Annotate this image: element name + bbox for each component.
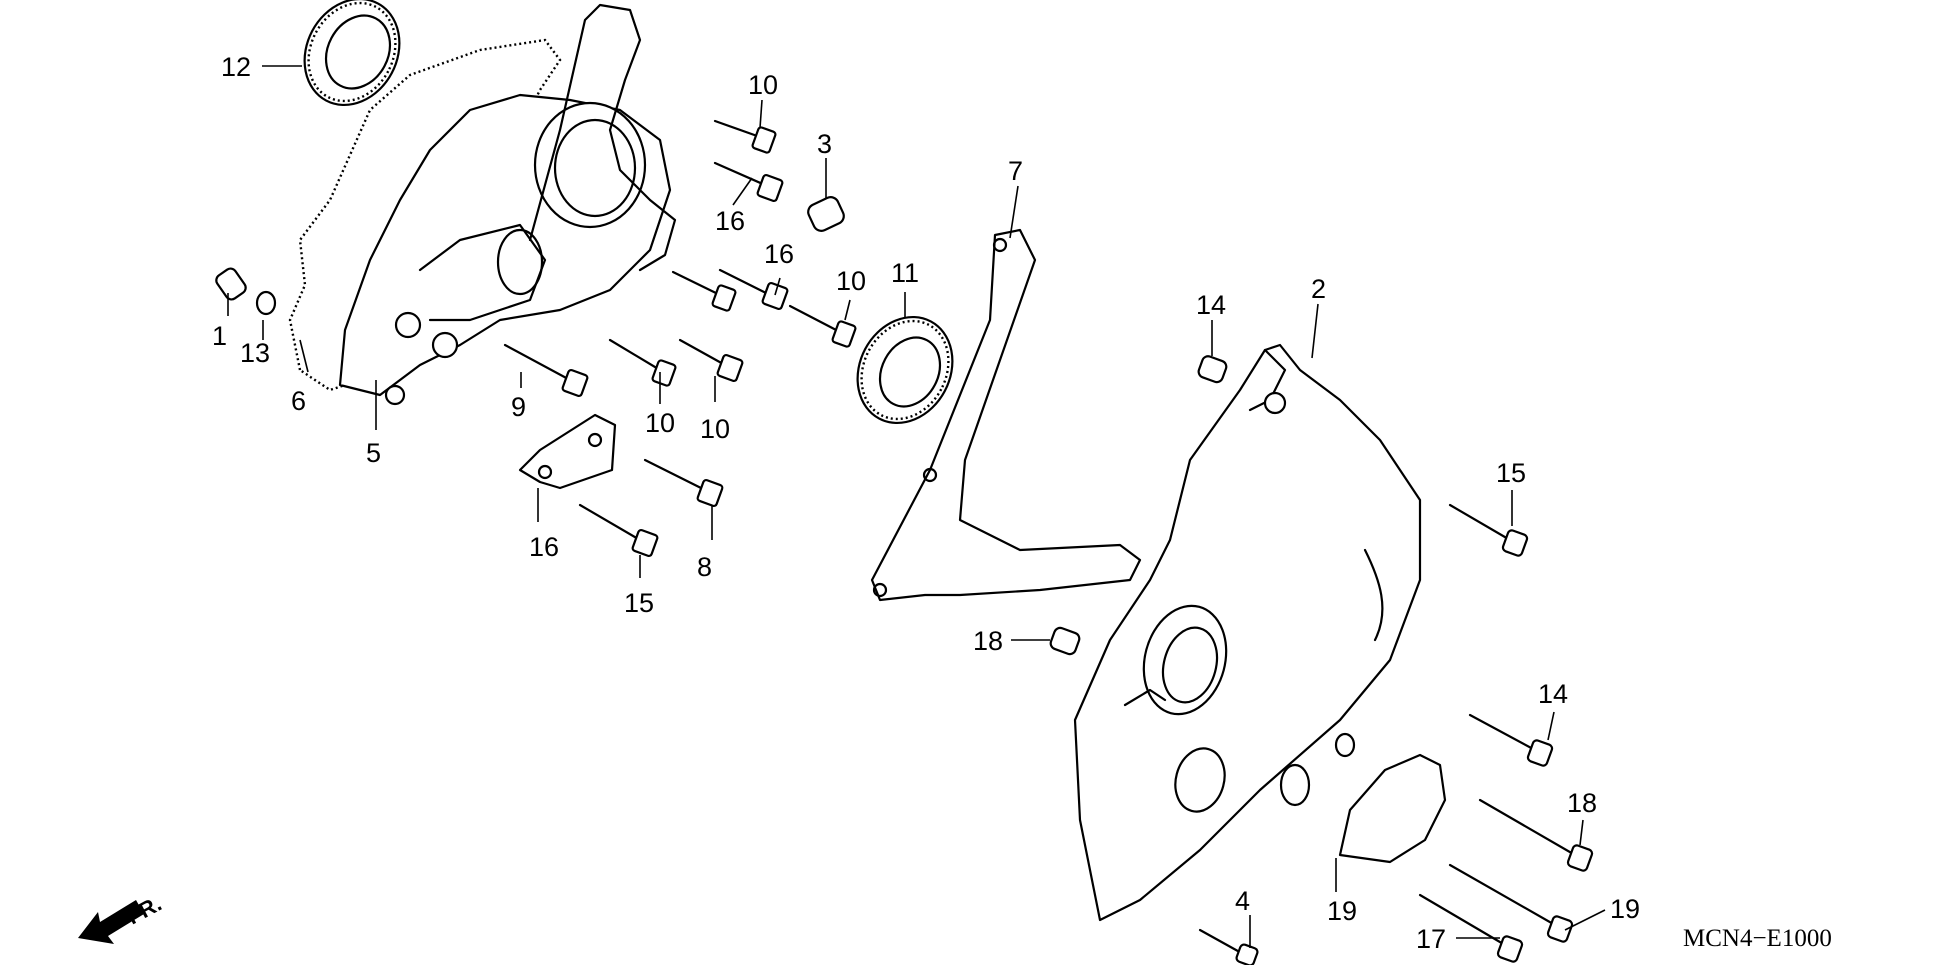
washer-13 <box>255 290 277 316</box>
callout-16: 10 <box>700 414 730 444</box>
bolt-10-d <box>608 338 677 387</box>
callout-2: 2 <box>1311 274 1326 304</box>
callout-5: 5 <box>366 438 381 468</box>
callout-10: 10 <box>748 70 778 100</box>
left-cover-assembly <box>288 3 677 406</box>
bolt-18-a <box>1448 503 1529 557</box>
reference-code: MCN4−E1000 <box>1683 925 1832 952</box>
callout-9: 9 <box>511 392 526 422</box>
bolt-15-a <box>643 458 724 508</box>
bolt-9 <box>503 343 589 398</box>
callout-18: 14 <box>1538 679 1568 709</box>
callout-7: 7 <box>1008 156 1023 186</box>
bolt-16-b <box>718 268 789 311</box>
bolt-15-b <box>578 503 659 558</box>
callout-15: 8 <box>697 552 712 582</box>
bolt-18-b <box>1468 713 1554 767</box>
gasket-7 <box>870 228 1142 602</box>
callout-12: 12 <box>221 52 251 82</box>
dowel-pin-14-a <box>1197 355 1228 384</box>
callout-16: 16 <box>715 206 745 236</box>
callout-4: 19 <box>1327 896 1357 926</box>
cover-sleeve <box>418 223 547 322</box>
dowel-pin-1 <box>215 267 247 301</box>
callout-10: 10 <box>836 266 866 296</box>
bolt-19-b <box>1418 893 1524 963</box>
callout-17: 4 <box>1235 886 1250 916</box>
bolt-10-c <box>788 304 857 348</box>
front-direction-indicator: FR. <box>78 891 166 944</box>
bolt-16-c <box>678 338 744 383</box>
callout-19: 18 <box>1567 788 1597 818</box>
cover-arm <box>528 3 677 272</box>
right-cover-assembly <box>1073 343 1422 922</box>
cover-2 <box>1073 343 1422 922</box>
callout-3: 3 <box>817 129 832 159</box>
callout-16: 16 <box>764 239 794 269</box>
callout-19: 17 <box>1416 924 1446 954</box>
callout-13: 13 <box>240 338 270 368</box>
callout-6: 6 <box>291 386 306 416</box>
bolt-16-a <box>713 161 784 203</box>
callout-10: 10 <box>645 408 675 438</box>
callout-20: 19 <box>1610 894 1640 924</box>
callout-14: 18 <box>973 626 1003 656</box>
cover-port <box>1142 604 1228 716</box>
oil-seal-12 <box>303 0 401 107</box>
dowel-pin-14-b <box>1049 626 1081 656</box>
dowel-pin-3 <box>807 196 845 232</box>
bolts-right <box>1198 503 1594 965</box>
bolts-left <box>503 119 857 558</box>
leader-lines <box>227 65 1606 948</box>
callout-8: 16 <box>529 532 559 562</box>
callout-18: 15 <box>1496 458 1526 488</box>
front-arrow-icon <box>78 900 144 944</box>
bolt-20 <box>1448 863 1574 943</box>
direction-label: FR. <box>123 891 166 930</box>
bolt-10-b <box>671 270 737 312</box>
callout-14: 14 <box>1196 290 1226 320</box>
callouts: 12 10 3 16 16 10 11 7 14 2 1 13 6 5 9 10… <box>212 52 1640 954</box>
bracket-8 <box>518 413 617 490</box>
bolt-19-a <box>1478 798 1594 872</box>
cap-4 <box>1338 753 1447 864</box>
bolt-10-a <box>713 119 777 154</box>
callout-11: 11 <box>891 258 919 288</box>
callout-1: 1 <box>212 321 227 351</box>
callout-15: 15 <box>624 588 654 618</box>
oil-seal-11 <box>856 315 954 425</box>
